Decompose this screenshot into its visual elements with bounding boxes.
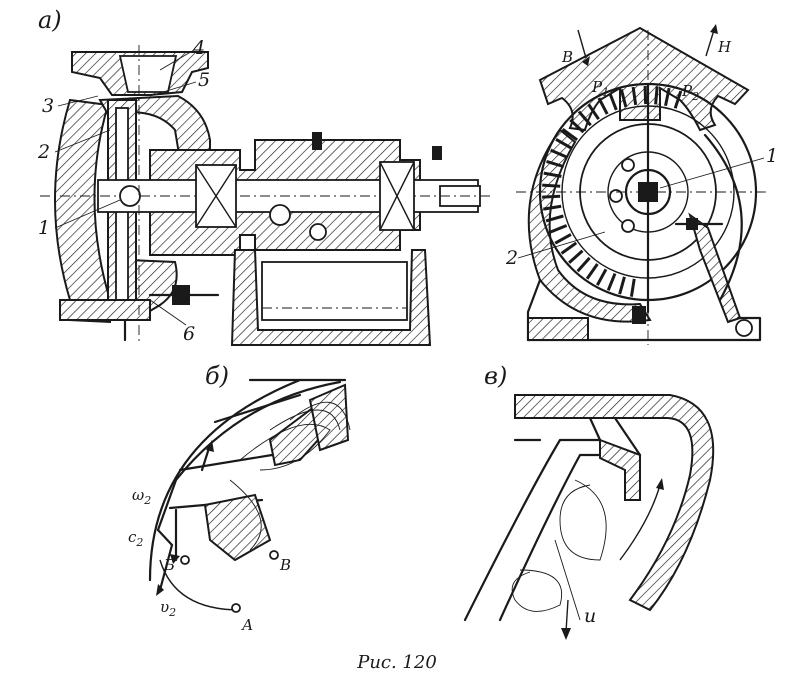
part-label-5: 5: [198, 69, 210, 91]
impeller-blade: [654, 86, 659, 105]
part-label-4: 4: [192, 37, 205, 59]
impeller-blade: [577, 110, 592, 127]
section-view: [40, 45, 490, 346]
impeller-blade: [554, 233, 572, 245]
vector-label-w2: ω2: [132, 486, 151, 507]
impeller-blade: [568, 249, 584, 264]
impeller-blade: [618, 276, 626, 295]
impeller-blade: [560, 241, 578, 255]
impeller-blade: [596, 268, 608, 286]
pressure-label-p1: P1: [591, 78, 609, 99]
impeller-blades: [542, 85, 683, 297]
point-label-b: Б: [163, 556, 175, 574]
vector-label-u2: υ2: [160, 598, 176, 619]
impeller-blade: [561, 128, 578, 142]
impeller-blade: [587, 103, 600, 121]
side-part-label-1: 1: [766, 145, 778, 167]
part-label-6: 6: [183, 323, 195, 345]
impeller-blade: [543, 171, 562, 178]
impeller-blade: [542, 183, 561, 188]
impeller-blade: [546, 159, 565, 169]
impeller-blade: [585, 263, 599, 280]
impeller-blade: [597, 97, 609, 115]
impeller-blade: [631, 86, 638, 106]
velocity-label-u: и: [584, 605, 596, 627]
impeller-blade: [664, 87, 671, 107]
impeller-blade: [549, 224, 568, 234]
arrow-label-inlet: В: [561, 48, 573, 66]
pressure-label-p2: P2: [681, 82, 699, 103]
impeller-blade: [608, 92, 618, 111]
side-part-label-2: 2: [505, 247, 518, 269]
impeller-blade: [545, 214, 564, 223]
arrow-label-outlet: Н: [717, 38, 732, 56]
impeller-blade: [569, 118, 585, 134]
panel-label-a: а): [38, 6, 62, 34]
figure-caption: Рис. 120: [357, 652, 437, 673]
impeller-blade: [576, 256, 591, 273]
side-view: [516, 24, 770, 345]
impeller-blade: [550, 148, 568, 159]
impeller-blade: [606, 273, 617, 291]
panel-label-b: б): [205, 362, 229, 390]
impeller-blade: [629, 278, 636, 297]
impeller-blade: [619, 89, 628, 108]
panel-label-v: в): [484, 362, 507, 390]
part-label-3: 3: [42, 95, 54, 117]
point-label-v: В: [279, 556, 291, 574]
impeller-blade: [542, 194, 561, 199]
channel-section-view: [463, 394, 715, 640]
part-label-2: 2: [37, 141, 50, 163]
part-label-1: 1: [38, 217, 50, 239]
impeller-blade: [543, 204, 562, 211]
impeller-blade: [673, 90, 683, 109]
impeller-blade: [555, 138, 573, 150]
point-label-a: А: [241, 616, 253, 634]
vector-label-c2: c2: [128, 528, 143, 549]
blade-flow-view: [148, 378, 351, 613]
